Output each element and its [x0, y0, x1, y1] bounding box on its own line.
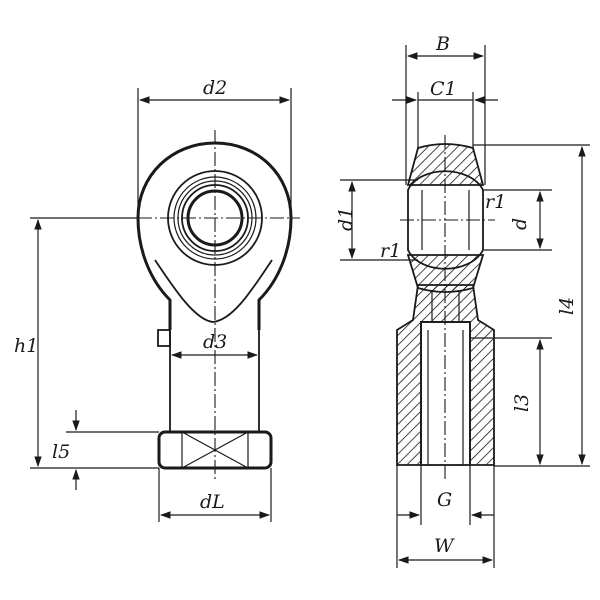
label-C1: C1 [430, 78, 457, 100]
label-dL: dL [200, 491, 225, 513]
label-r1-top: r1 [485, 191, 506, 213]
label-d1: d1 [335, 207, 357, 231]
side-neck-web [431, 290, 460, 322]
side-view [396, 135, 495, 482]
label-d3: d3 [203, 331, 227, 353]
label-l5: l5 [52, 441, 70, 463]
label-d: d [509, 218, 531, 230]
label-h1: h1 [14, 335, 38, 357]
front-view [136, 130, 300, 480]
front-head-inner-lobe [154, 259, 273, 323]
label-l4: l4 [556, 297, 578, 315]
label-l3: l3 [511, 394, 533, 412]
label-G: G [437, 489, 452, 511]
label-B: B [435, 33, 450, 55]
label-r1-bottom: r1 [380, 240, 401, 262]
lube-nipple [157, 329, 171, 347]
side-view-dimensions: B C1 d1 d r1 r1 l4 l3 G [335, 33, 590, 568]
front-view-dimensions: d2 h1 l5 d3 dL [14, 77, 292, 522]
label-d2: d2 [203, 77, 227, 99]
label-W: W [434, 535, 455, 557]
